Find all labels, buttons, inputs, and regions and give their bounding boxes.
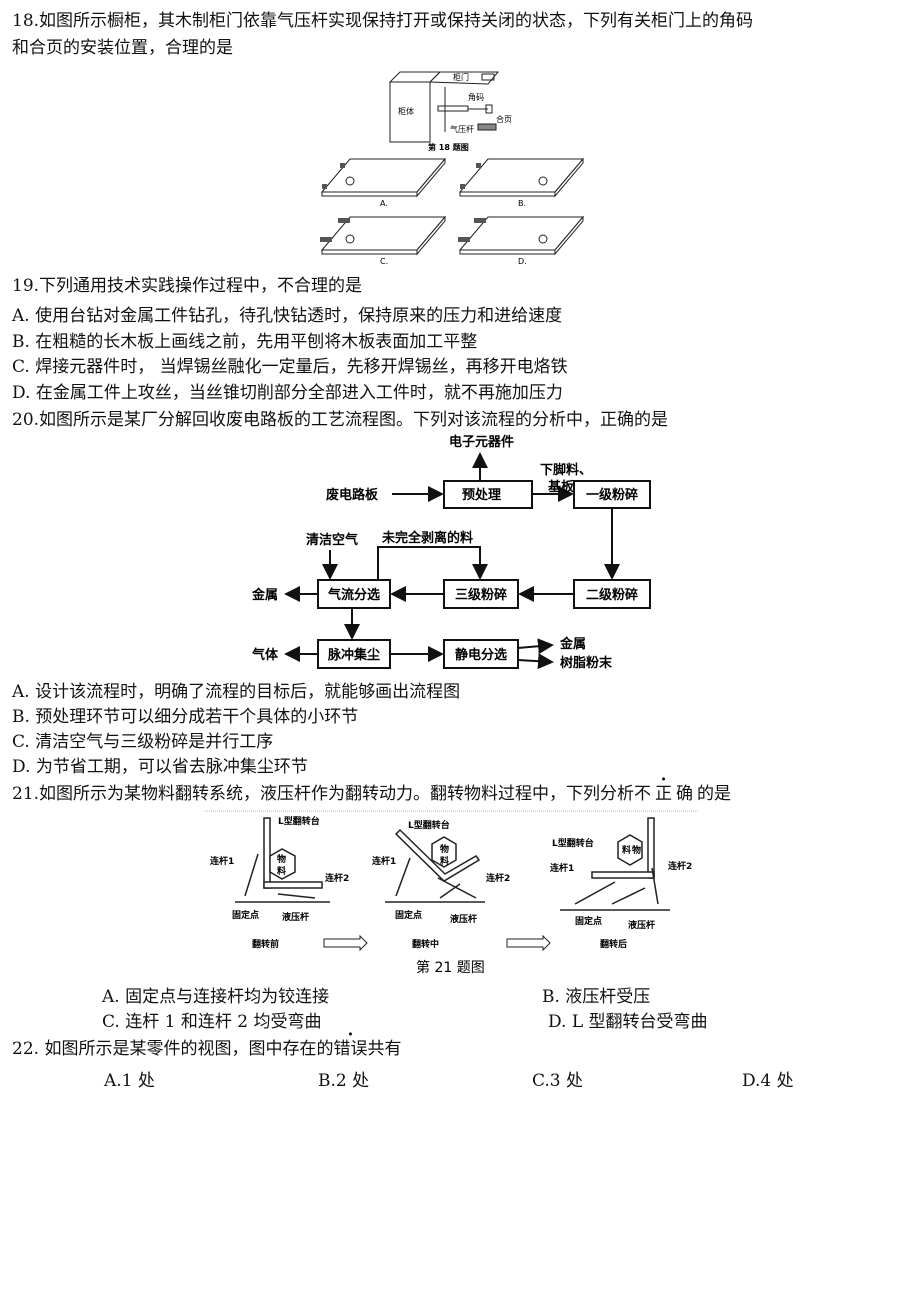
q22-stem-post: 共有 [367, 1039, 402, 1059]
flow-crush2: 二级粉碎 [586, 587, 638, 603]
label-hinge: 合页 [496, 114, 512, 124]
q18-figure: 柜门 柜体 角码 气压杆 合页 第 18 题图 A. B. C. D. [320, 71, 585, 266]
flow-metal: 金属 [251, 587, 278, 603]
q21-stem-emphasis: 不正确 [634, 784, 697, 804]
q20-stem: 20.如图所示是某厂分解回收废电路板的工艺流程图。下列对该流程的分析中，正确的是 [12, 410, 669, 430]
q21-option-a: A. 固定点与连接杆均为铰连接 [102, 987, 330, 1007]
choice-a-label: A. [380, 199, 388, 208]
label-rod: 气压杆 [450, 124, 474, 134]
fig21-hyd-3: 液压杆 [628, 919, 655, 931]
flow-metal2: 金属 [559, 636, 586, 652]
fig21-caption: 第 21 题图 [416, 959, 485, 976]
q22-stem: 22. 如图所示是某零件的视图，图中存在的错误共有 [12, 1034, 401, 1059]
q21-stem: 21.如图所示为某物料翻转系统，液压杆作为翻转动力。翻转物料过程中，下列分析不正… [12, 779, 731, 804]
fig21-material-3a: 物 [632, 844, 641, 856]
q20-option-c: C. 清洁空气与三级粉碎是并行工序 [12, 732, 274, 752]
fig21-before: 翻转前 [252, 938, 279, 950]
flow-gas: 气体 [252, 647, 279, 663]
label-corner: 角码 [468, 92, 484, 102]
label-body: 柜体 [398, 106, 414, 116]
fig21-material-1b: 料 [277, 865, 286, 877]
q22-stem-pre: 22. 如图所示是某零件的视图，图中存在的 [12, 1039, 334, 1059]
fig21-hyd-1: 液压杆 [282, 911, 309, 923]
fig21-link2-3: 连杆2 [668, 860, 692, 872]
choice-c-label: C. [380, 257, 388, 266]
label-door: 柜门 [453, 72, 469, 82]
q19-option-b: B. 在粗糙的长木板上画线之前，先用平刨将木板表面加工平整 [12, 332, 478, 352]
flow-dust: 脉冲集尘 [327, 647, 380, 663]
fig21-hyd-2: 液压杆 [450, 913, 477, 925]
fig21-link2-2: 连杆2 [486, 872, 510, 884]
q18-stem-line1: 18.如图所示橱柜，其木制柜门依靠气压杆实现保持打开或保持关闭的状态，下列有关柜… [12, 11, 754, 31]
fig21-link1-1: 连杆1 [210, 855, 234, 867]
q20-option-b: B. 预处理环节可以细分成若干个具体的小环节 [12, 707, 359, 727]
q19-option-c: C. 焊接元器件时， 当焊锡丝融化一定量后，先移开焊锡丝，再移开电烙铁 [12, 357, 568, 377]
fig21-table-label-1: L型翻转台 [278, 815, 320, 827]
flow-resin: 树脂粉末 [560, 655, 613, 671]
fig21-table-label-2: L型翻转台 [408, 819, 450, 831]
choice-b-label: B. [518, 199, 526, 208]
fig21-material-1a: 物 [277, 853, 286, 865]
q20-option-d: D. 为节省工期，可以省去脉冲集尘环节 [12, 757, 308, 777]
choice-d-label: D. [518, 257, 527, 266]
q21-stem-pre: 21.如图所示为某物料翻转系统，液压杆作为翻转动力。翻转物料过程中，下列分析 [12, 784, 635, 804]
q18-stem-line2: 和合页的安装位置，合理的是 [12, 38, 233, 58]
q19-stem: 19.下列通用技术实践操作过程中，不合理的是 [12, 276, 363, 296]
q21-option-b: B. 液压杆受压 [542, 987, 651, 1007]
fig21-material-3b: 料 [622, 844, 631, 856]
q20-option-a: A. 设计该流程时，明确了流程的目标后，就能够画出流程图 [12, 682, 461, 702]
fig21-fixed-2: 固定点 [395, 909, 422, 921]
figure-caption: 第 18 题图 [428, 142, 469, 152]
flow-crush3: 三级粉碎 [455, 587, 507, 603]
q21-option-d: D. L 型翻转台受弯曲 [548, 1012, 708, 1032]
flow-scrap1: 下脚料、 [540, 462, 592, 478]
q19-option-d: D. 在金属工件上攻丝，当丝锥切削部分全部进入工件时，就不再施加压力 [12, 383, 563, 403]
fig21-material-2a: 物 [440, 843, 449, 855]
q22-option-d: D.4 处 [742, 1071, 794, 1091]
fig21-link2-1: 连杆2 [325, 872, 349, 884]
flow-incomplete: 未完全剥离的料 [381, 530, 473, 546]
q22-option-b: B.2 处 [318, 1071, 370, 1091]
flow-crush1: 一级粉碎 [586, 487, 638, 503]
fig21-during: 翻转中 [412, 938, 439, 950]
flow-scrap2: 基板 [547, 479, 575, 495]
q21-option-c: C. 连杆 1 和连杆 2 均受弯曲 [102, 1012, 322, 1032]
flow-pre: 预处理 [462, 487, 501, 503]
q21-stem-post: 的是 [697, 784, 732, 804]
fig21-material-2b: 料 [440, 855, 449, 867]
flow-waste-board: 废电路板 [326, 487, 379, 503]
fig21-fixed-1: 固定点 [232, 909, 259, 921]
q21-figure: L型翻转台 L型翻转台 L型翻转台 物料 物料 料物 连杆1连杆2 连杆1连杆2… [205, 810, 698, 976]
q22-option-a: A.1 处 [104, 1071, 155, 1091]
flow-air-separation: 气流分选 [328, 587, 380, 603]
flow-components: 电子元器件 [449, 434, 514, 450]
q22-stem-emphasis: 错误 [333, 1039, 367, 1059]
fig21-link1-3: 连杆1 [550, 862, 574, 874]
q19-option-a: A. 使用台钻对金属工件钻孔，待孔快钻透时，保持原来的压力和进给速度 [12, 306, 563, 326]
fig21-table-label-3: L型翻转台 [552, 837, 594, 849]
fig21-after: 翻转后 [600, 938, 627, 950]
fig21-fixed-3: 固定点 [575, 915, 602, 927]
fig21-link1-2: 连杆1 [372, 855, 396, 867]
q22-option-c: C.3 处 [532, 1071, 584, 1091]
flow-air: 清洁空气 [306, 532, 358, 548]
flow-electrostatic: 静电分选 [455, 647, 507, 663]
